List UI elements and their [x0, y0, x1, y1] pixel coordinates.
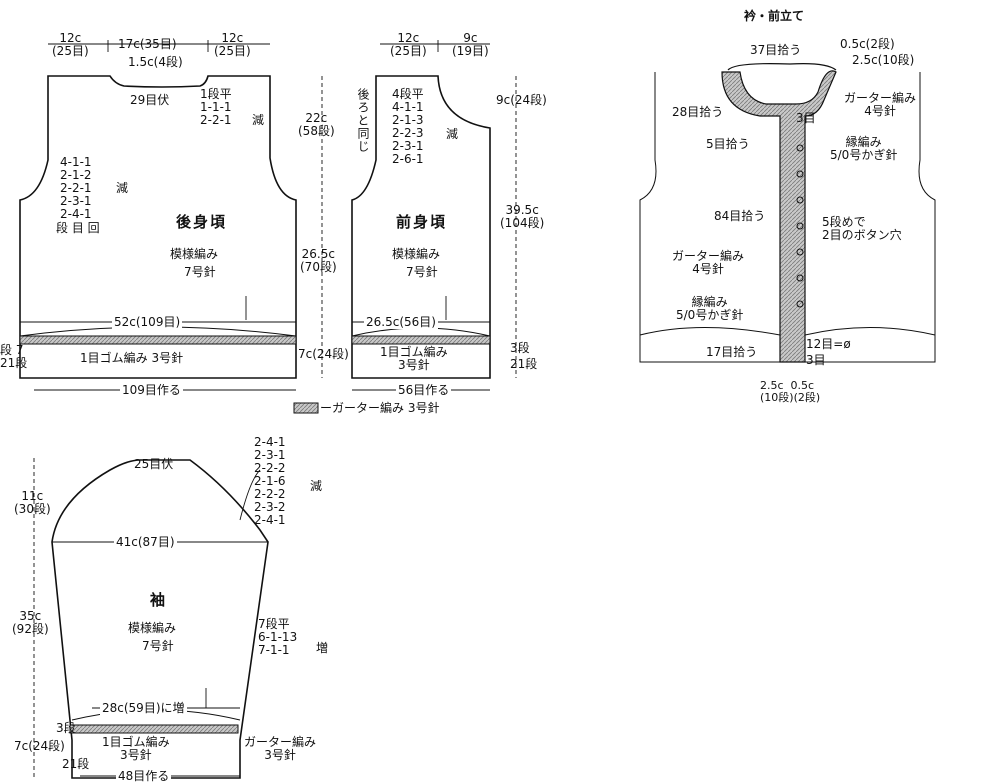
collar-pickup-37: 37目拾う: [750, 43, 802, 57]
collar-buttonhole: 5段めで 2目のボタン穴: [822, 215, 902, 242]
front-neck-height: 9c(24段): [496, 93, 547, 107]
sleeve-increase-mark: 増: [316, 641, 329, 655]
back-width: 52c(109目): [112, 315, 183, 329]
sleeve-cast-on: 48目作る: [116, 769, 172, 783]
sleeve-cap-bind-off: 25目伏: [134, 457, 174, 471]
front-neck-decrease-mark: 減: [446, 127, 459, 141]
front-needle: 7号針: [406, 265, 438, 279]
collar-edge-stitch: 縁編み 5/0号かぎ針: [830, 135, 898, 162]
front-same-as-back: 後ろと同じ: [356, 88, 370, 153]
front-pattern: 模様編み: [392, 247, 441, 261]
sleeve-rib-height: 7c(24段): [14, 739, 65, 753]
back-top-right-dim: 12c (25目): [214, 31, 251, 58]
front-total-height: 39.5c (104段): [500, 203, 545, 230]
collar-pickup-5: 5目拾う: [706, 137, 750, 151]
sleeve-bottom-width: 28c(59目)に増: [100, 701, 187, 715]
back-rows-legend: 段 目 回: [56, 221, 100, 235]
front-body-outline: [351, 75, 491, 379]
sleeve-needle: 7号針: [142, 639, 174, 653]
back-pattern: 模様編み: [170, 247, 219, 261]
collar-twelve: 12目=ø: [806, 337, 851, 351]
front-top-left-dim: 12c (25目): [390, 31, 427, 58]
front-band: [721, 70, 837, 363]
back-needle: 7号針: [184, 265, 216, 279]
collar-top-05: 0.5c(2段): [840, 37, 895, 51]
back-rib: 1目ゴム編み 3号針: [80, 351, 184, 365]
sleeve-cap-decrease-mark: 減: [310, 479, 323, 493]
sleeve-rows-3: 3段: [56, 721, 76, 735]
front-garter-band: [351, 335, 491, 345]
sleeve-pattern: 模様編み: [128, 621, 177, 635]
sleeve-rows-21: 21段: [62, 757, 90, 771]
back-cast-on: 109目作る: [120, 383, 183, 397]
sleeve-garter-band: [69, 724, 239, 734]
back-top-mid-dim: 17c(35目): [118, 37, 177, 51]
front-rib: 1目ゴム編み 3号針: [380, 345, 448, 372]
front-rows-21: 21段: [510, 357, 538, 371]
sleeve-rib: 1目ゴム編み 3号針: [102, 735, 170, 762]
back-armhole-decrease-mark: 減: [116, 181, 129, 195]
sleeve-outline: [51, 459, 269, 779]
collar-pickup-28: 28目拾う: [672, 105, 724, 119]
sleeve-garter: ガーター編み 3号針: [244, 735, 317, 762]
back-rib-height: 7c(24段): [298, 347, 349, 361]
collar-bottom-dims: 2.5c 0.5c (10段)(2段): [760, 379, 821, 404]
back-neck-decrease: 1段平 1-1-1 2-2-1: [200, 87, 232, 127]
collar-garter: ガーター編み 4号針: [844, 91, 917, 118]
back-top-left-dim: 12c (25目): [52, 31, 89, 58]
front-neck-decrease: 4段平 4-1-1 2-1-3 2-2-3 2-3-1 2-6-1: [392, 87, 424, 166]
back-upper-height: 22c (58段): [298, 111, 335, 138]
sleeve-cap-height: 11c (30段): [14, 489, 51, 516]
back-bind-off: 29目伏: [130, 93, 170, 107]
front-cast-on: 56目作る: [396, 383, 452, 397]
collar-pickup-17: 17目拾う: [706, 345, 758, 359]
garter-legend: ーガーター編み 3号針: [320, 401, 440, 415]
back-neck-decrease-mark: 減: [252, 113, 265, 127]
back-left-rows: 段 7 21段: [0, 343, 28, 370]
sleeve-cap-decrease: 2-4-1 2-3-1 2-2-2 2-1-6 2-2-2 2-3-2 2-4-…: [254, 435, 286, 527]
back-armhole-decrease: 4-1-1 2-1-2 2-2-1 2-3-1 2-4-1: [60, 155, 92, 221]
front-rows-3: 3段: [510, 341, 530, 355]
collar-heading: 衿・前立て: [744, 9, 805, 23]
front-top-right-dim: 9c (19目): [452, 31, 489, 58]
sleeve-increase: 7段平 6-1-13 7-1-1: [258, 617, 298, 657]
sleeve-length: 35c (92段): [12, 609, 49, 636]
collar-garter-left: ガーター編み 4号針: [672, 249, 745, 276]
sleeve-title: 袖: [150, 591, 168, 609]
back-garter-band: [19, 335, 297, 345]
back-mid-height: 26.5c (70段): [300, 247, 337, 274]
collar-top-25: 2.5c(10段): [852, 53, 915, 67]
back-neck-depth: 1.5c(4段): [128, 55, 183, 69]
back-title: 後身頃: [176, 213, 228, 231]
front-width: 26.5c(56目): [364, 315, 438, 329]
front-title: 前身頃: [396, 213, 448, 231]
collar-pickup-84: 84目拾う: [714, 209, 766, 223]
back-body-outline: [19, 75, 297, 379]
sleeve-top-width: 41c(87目): [114, 535, 177, 549]
collar-three-stitches: 3目: [796, 111, 816, 125]
collar-edge-left: 縁編み 5/0号かぎ針: [676, 295, 744, 322]
collar-three-bottom: 3目: [806, 353, 826, 367]
